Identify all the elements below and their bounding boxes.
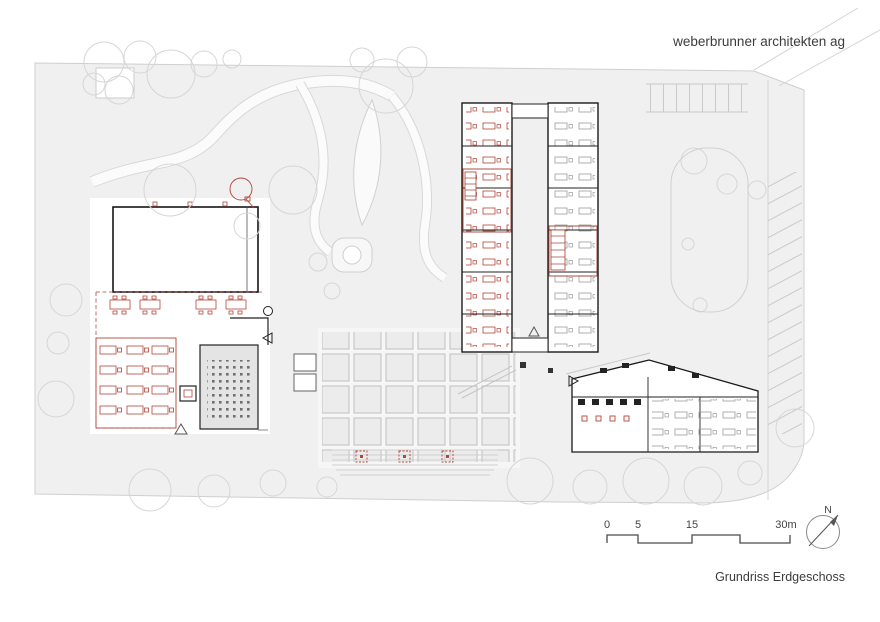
terrace-steps	[332, 449, 498, 476]
red-annex	[95, 291, 262, 429]
parking-areas	[646, 83, 802, 434]
scale-label-0: 0	[604, 519, 610, 531]
building-hall-west	[112, 201, 259, 293]
entrance-markers	[174, 325, 580, 435]
drawing-title: Grundriss Erdgeschoss	[715, 570, 845, 584]
scale-label-15: 15	[686, 519, 698, 531]
north-label: N	[824, 504, 832, 516]
building-auditorium	[199, 306, 317, 431]
red-tree-marker	[229, 177, 255, 209]
steps-red-markers	[355, 450, 454, 463]
north-arrow-icon: N	[806, 504, 840, 549]
park-paths	[89, 67, 448, 283]
trees	[37, 40, 815, 512]
plaza-grid	[322, 332, 517, 462]
classroom-slab-west	[461, 102, 513, 353]
scale-label-5: 5	[635, 519, 641, 531]
classroom-slab-east	[547, 102, 599, 353]
building-south-east	[565, 352, 759, 453]
slab-connectors	[511, 103, 553, 373]
scale-bar: 0 5 15 30m	[604, 519, 797, 544]
scale-label-30m: 30m	[775, 519, 796, 531]
firm-name: weberbrunner architekten ag	[672, 34, 845, 49]
